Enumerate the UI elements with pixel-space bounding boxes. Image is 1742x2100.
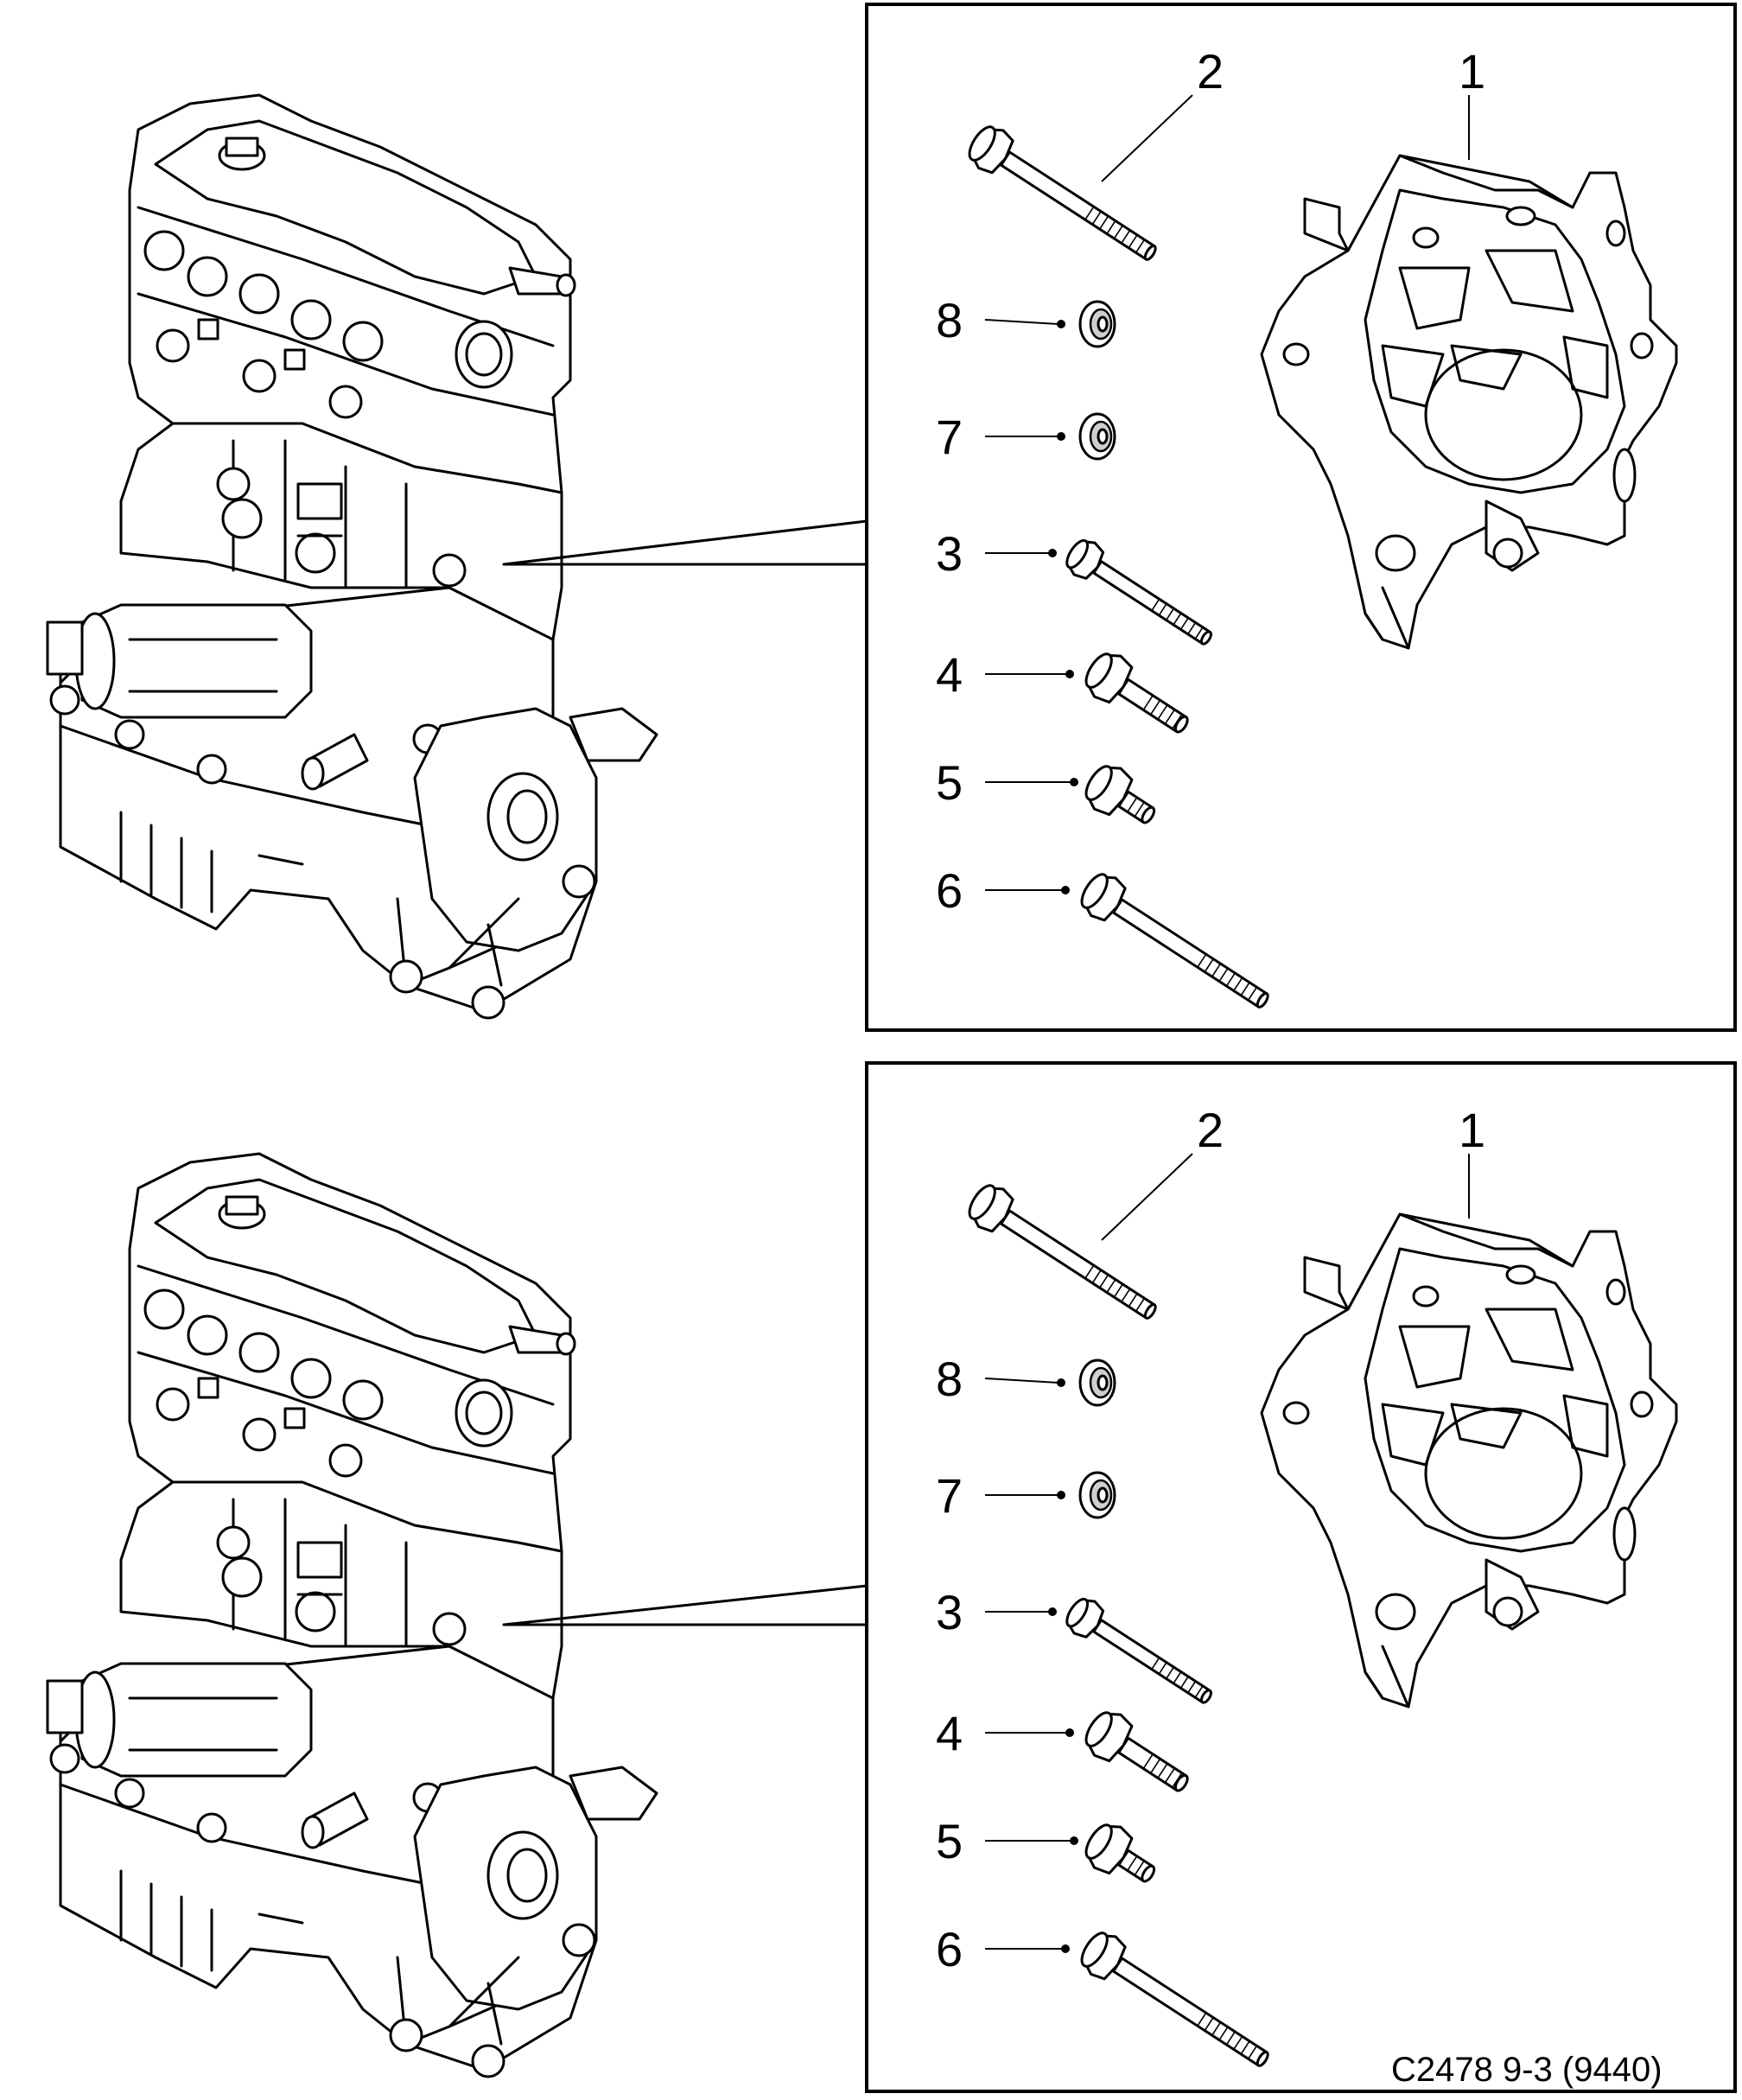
top-callouts: 1 2 8 7 3 4 5 6 bbox=[936, 44, 1485, 918]
bottom-parts-panel bbox=[865, 1061, 1737, 2093]
figure-code: C2478 9-3 (9440) bbox=[1391, 2051, 1663, 2089]
top-callout-leaders bbox=[984, 94, 1470, 894]
bottom-callouts: 1 2 8 7 3 4 5 6 bbox=[936, 1103, 1485, 1976]
bottom-part-4-bolt bbox=[1077, 1702, 1200, 1807]
top-callout-3: 3 bbox=[936, 526, 963, 581]
top-part-4-bolt bbox=[1077, 644, 1200, 748]
bottom-part-7-washer bbox=[1078, 1471, 1116, 1519]
top-callout-7: 7 bbox=[936, 410, 963, 464]
top-parts-panel bbox=[865, 3, 1737, 1032]
top-callout-2: 2 bbox=[1197, 44, 1224, 99]
top-part-3-bolt bbox=[1059, 532, 1221, 658]
bottom-callout-leaders bbox=[984, 1153, 1470, 1953]
bottom-callout-5: 5 bbox=[936, 1814, 963, 1868]
top-part-6-bolt bbox=[1073, 866, 1280, 1022]
bottom-part-2-bolt bbox=[961, 1177, 1167, 1333]
bottom-part-8-washer bbox=[1078, 1359, 1116, 1407]
bottom-callout-2: 2 bbox=[1197, 1103, 1224, 1157]
top-callout-4: 4 bbox=[936, 647, 963, 702]
top-callout-5: 5 bbox=[936, 755, 963, 810]
bottom-callout-8: 8 bbox=[936, 1352, 963, 1406]
top-part-2-bolt bbox=[961, 118, 1167, 275]
bottom-callout-3: 3 bbox=[936, 1585, 963, 1639]
top-leader-line bbox=[502, 519, 868, 566]
top-part-7-washer bbox=[1078, 412, 1116, 461]
bottom-leader-line bbox=[502, 1584, 868, 1626]
top-part-1-bracket bbox=[1260, 154, 1678, 650]
bottom-callout-6: 6 bbox=[936, 1922, 963, 1976]
bottom-part-1-bracket bbox=[1260, 1212, 1678, 1709]
top-callout-1: 1 bbox=[1459, 44, 1485, 99]
top-callout-6: 6 bbox=[936, 863, 963, 918]
top-part-8-washer bbox=[1078, 300, 1116, 348]
bottom-callout-1: 1 bbox=[1459, 1103, 1485, 1157]
bottom-part-5-stud bbox=[1077, 1815, 1167, 1898]
bottom-part-6-bolt bbox=[1073, 1925, 1280, 2081]
bottom-engine-drawing bbox=[46, 1152, 658, 2078]
top-part-5-stud bbox=[1077, 756, 1167, 839]
bottom-callout-7: 7 bbox=[936, 1468, 963, 1523]
top-callout-8: 8 bbox=[936, 293, 963, 347]
bottom-callout-4: 4 bbox=[936, 1706, 963, 1760]
bottom-part-3-bolt bbox=[1059, 1591, 1221, 1716]
